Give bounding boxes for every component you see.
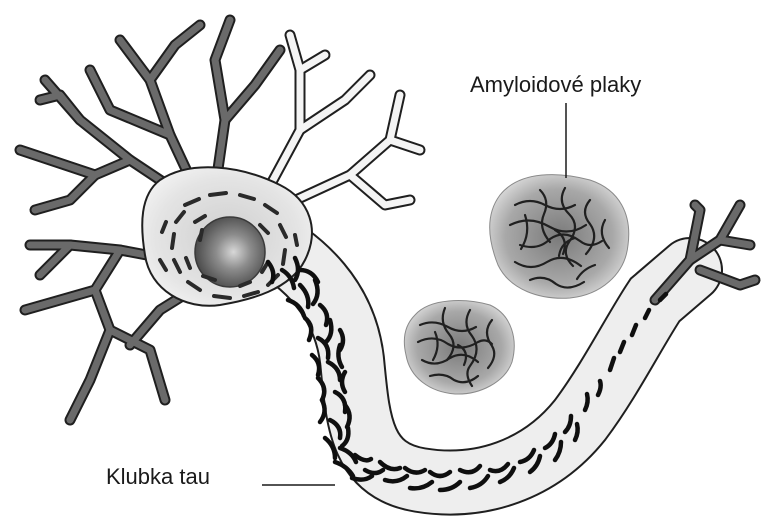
amyloid-plaque-large — [490, 175, 629, 299]
tau-tangles-label: Klubka tau — [106, 464, 210, 490]
amyloid-plaques-label: Amyloidové plaky — [470, 72, 641, 98]
dendrites-right — [265, 35, 420, 205]
amyloid-plaque-small — [404, 301, 514, 394]
